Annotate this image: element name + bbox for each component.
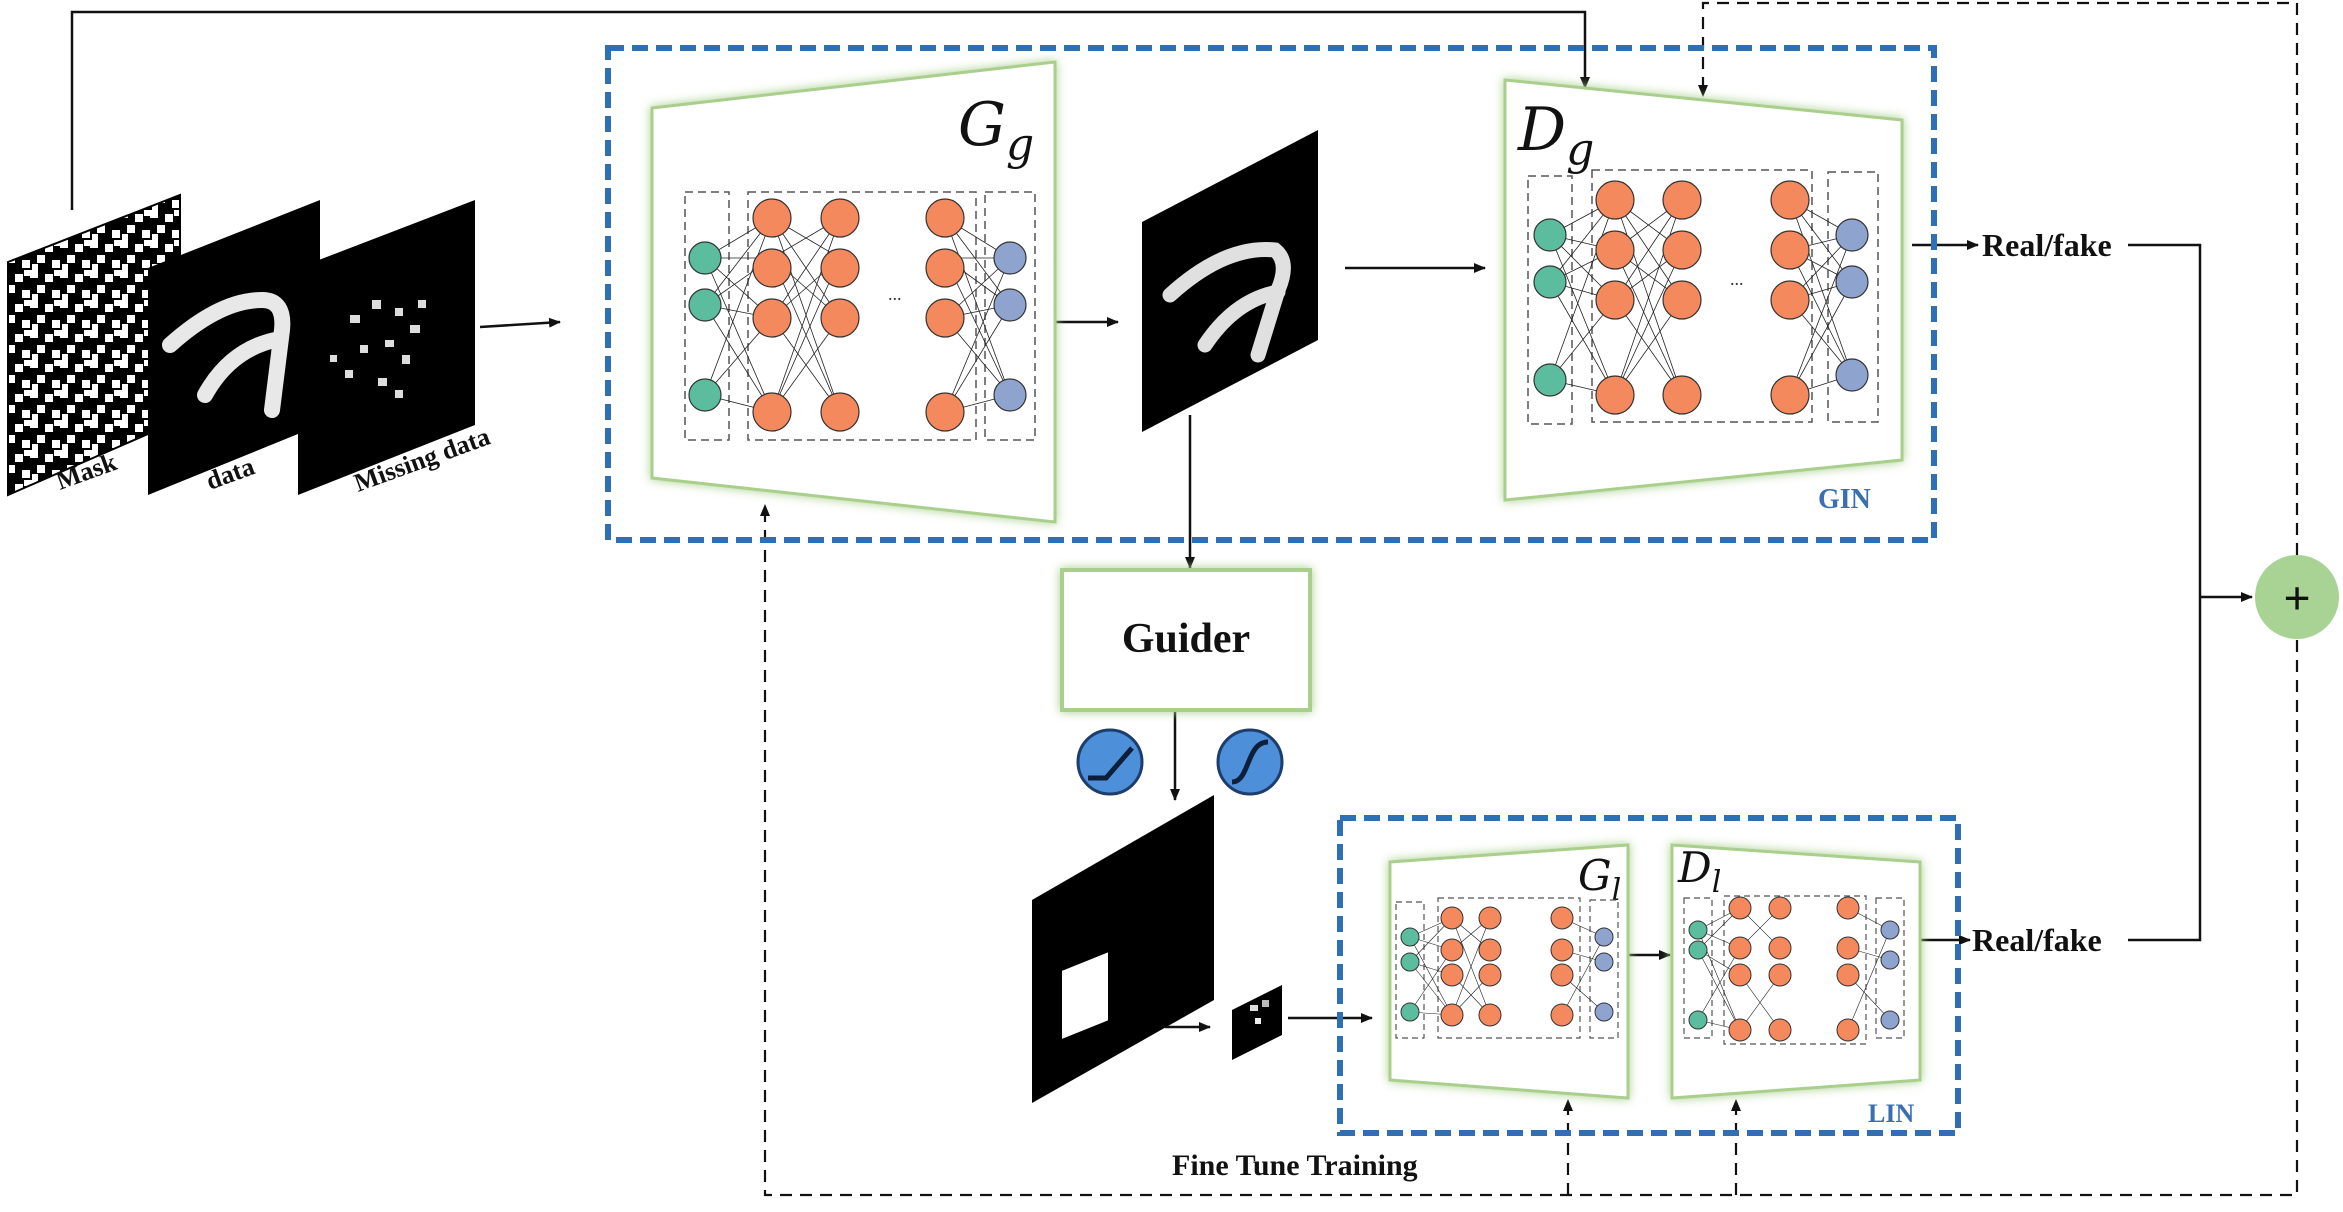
- plus-to-gg-feedback: [760, 504, 2299, 1197]
- mask-to-dg-line: [70, 10, 1590, 210]
- guider-label: Guider: [1122, 616, 1250, 662]
- input-to-gg-arrow: [479, 317, 561, 329]
- gl-label: Gl: [1578, 851, 1621, 908]
- gl-network: [1395, 897, 1619, 1039]
- dg-output-nodes: [1835, 218, 1869, 392]
- gg-network: ...: [684, 191, 1036, 441]
- connectors: [70, 10, 2253, 1032]
- dg-hidden-nodes: [1595, 180, 1810, 415]
- gg-label: Gg: [958, 90, 1034, 170]
- mask-hole: [1062, 952, 1108, 1039]
- data-image: [148, 200, 320, 495]
- gg-hidden-nodes: [752, 198, 965, 432]
- generated-image: [1142, 130, 1318, 432]
- guider-box: [1060, 568, 1312, 712]
- cropped-patch: [1232, 985, 1282, 1060]
- dg-network: ...: [1527, 169, 1879, 425]
- gg-ellipsis: ...: [888, 284, 902, 304]
- plus-label: +: [2283, 572, 2310, 625]
- gin-label: GIN: [1818, 484, 1871, 515]
- digit-stroke: [162, 291, 291, 418]
- gg-output-nodes: [993, 241, 1027, 412]
- fine-tune-label: Fine Tune Training: [1172, 1149, 1418, 1182]
- plus-to-dg-feedback: [1698, 1, 2299, 555]
- sigmoid-icon: [1216, 728, 1284, 796]
- missing-data-image: [298, 200, 475, 495]
- realfake-top-to-plus: [2128, 243, 2202, 942]
- missing-data-dots: [330, 300, 426, 398]
- relu-icon: [1076, 728, 1144, 796]
- real-fake-top-label: Real/fake: [1982, 227, 2112, 263]
- dg-ellipsis: ...: [1730, 269, 1744, 289]
- dl-label: Dl: [1677, 843, 1721, 900]
- gin-box: [605, 45, 1937, 543]
- dg-label: Dg: [1517, 95, 1594, 175]
- feedback-lines: [760, 1, 2299, 1197]
- input-images: Mask data Missing data: [7, 193, 494, 498]
- lin-label: LIN: [1868, 1099, 1914, 1128]
- guided-mask-image: [1032, 795, 1214, 1103]
- dg-input-nodes: [1533, 218, 1567, 397]
- lin-box: [1337, 815, 1961, 1136]
- gg-input-nodes: [688, 241, 722, 412]
- real-fake-bottom-label: Real/fake: [1972, 922, 2102, 958]
- plus-node: +: [2255, 555, 2339, 639]
- dl-network: [1683, 895, 1905, 1045]
